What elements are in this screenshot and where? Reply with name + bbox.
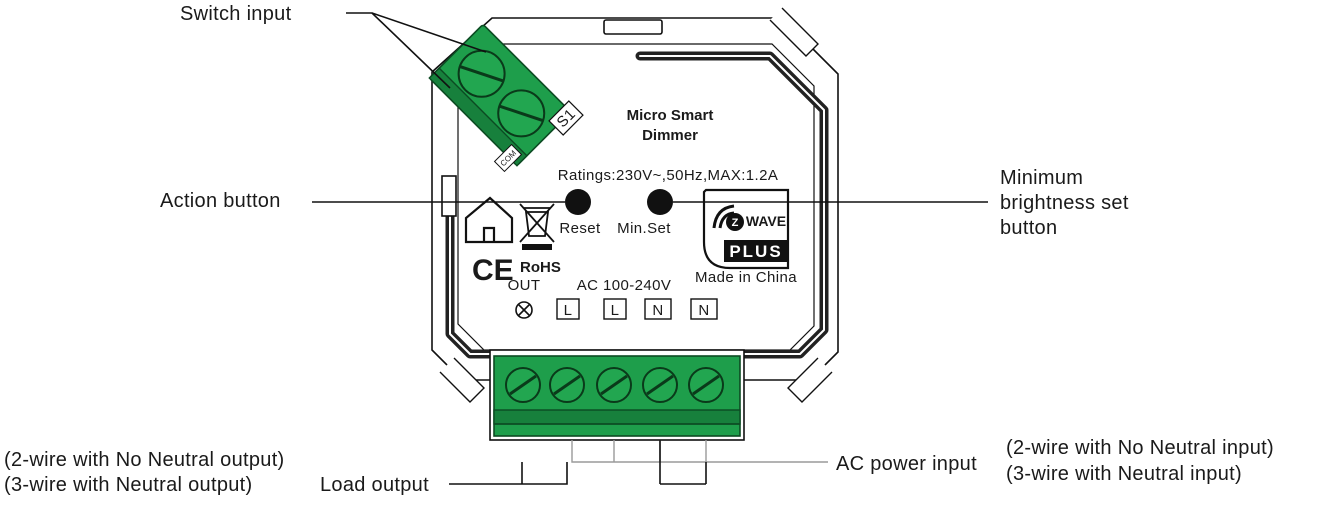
callout-min-brightness-line2: brightness set [1000, 192, 1129, 214]
house-icon [464, 196, 514, 244]
callout-min-brightness-line1: Minimum [1000, 167, 1083, 189]
product-name-line1: Micro Smart [627, 107, 714, 124]
load-ac-terminal-block [489, 349, 745, 441]
product-name-line2: Dimmer [642, 127, 698, 144]
svg-text:Z: Z [732, 217, 739, 229]
switch-input-leader-2 [371, 12, 487, 53]
switch-terminal-com-label: COM [493, 143, 523, 173]
reset-button-label: Reset [559, 220, 601, 237]
made-in-label: Made in China [695, 269, 797, 286]
out-terminal-symbol-icon [515, 301, 533, 319]
zwave-logo-text: WAVE [746, 213, 786, 229]
svg-text:N: N [652, 302, 663, 319]
ac-power-leader [571, 440, 707, 463]
terminal-marking-l1: L [556, 298, 580, 320]
load-output-note-2: (3-wire with Neutral output) [4, 474, 253, 496]
ac-power-note-2: (3-wire with Neutral input) [1006, 463, 1242, 485]
ac-power-note-1: (2-wire with No Neutral input) [1006, 437, 1274, 459]
terminal-marking-n1: N [644, 298, 672, 320]
zwave-z-icon [726, 213, 744, 231]
ac-range-label: AC 100-240V [577, 277, 671, 294]
zwave-plus-logo: Z WAVE PLUS [702, 188, 790, 270]
out-label: OUT [508, 277, 541, 294]
ce-mark: CE [472, 254, 514, 287]
load-output-leader [449, 462, 568, 485]
callout-min-brightness-line3: button [1000, 217, 1057, 239]
callout-action-button: Action button [160, 190, 281, 212]
svg-text:L: L [564, 302, 573, 319]
rohs-label: RoHS [520, 259, 561, 276]
ratings-text: Ratings:230V~,50Hz,MAX:1.2A [558, 167, 779, 184]
callout-load-output: Load output [320, 474, 429, 496]
switch-input-terminal [428, 24, 571, 167]
min-set-button[interactable] [647, 189, 673, 215]
svg-text:L: L [611, 302, 620, 319]
terminal-screws [505, 367, 724, 403]
wifi-arc-icon [712, 204, 735, 229]
reset-button[interactable] [565, 189, 591, 215]
svg-text:N: N [698, 302, 709, 319]
terminal-marking-l2: L [603, 298, 627, 320]
callout-switch-input: Switch input [180, 3, 292, 25]
weee-bin-icon [519, 203, 555, 250]
zwave-plus-text: PLUS [729, 242, 782, 261]
callout-ac-power-input: AC power input [836, 453, 977, 475]
terminal-marking-n2: N [690, 298, 718, 320]
load-output-note-1: (2-wire with No Neutral output) [4, 449, 285, 471]
min-set-button-label: Min.Set [617, 220, 671, 237]
